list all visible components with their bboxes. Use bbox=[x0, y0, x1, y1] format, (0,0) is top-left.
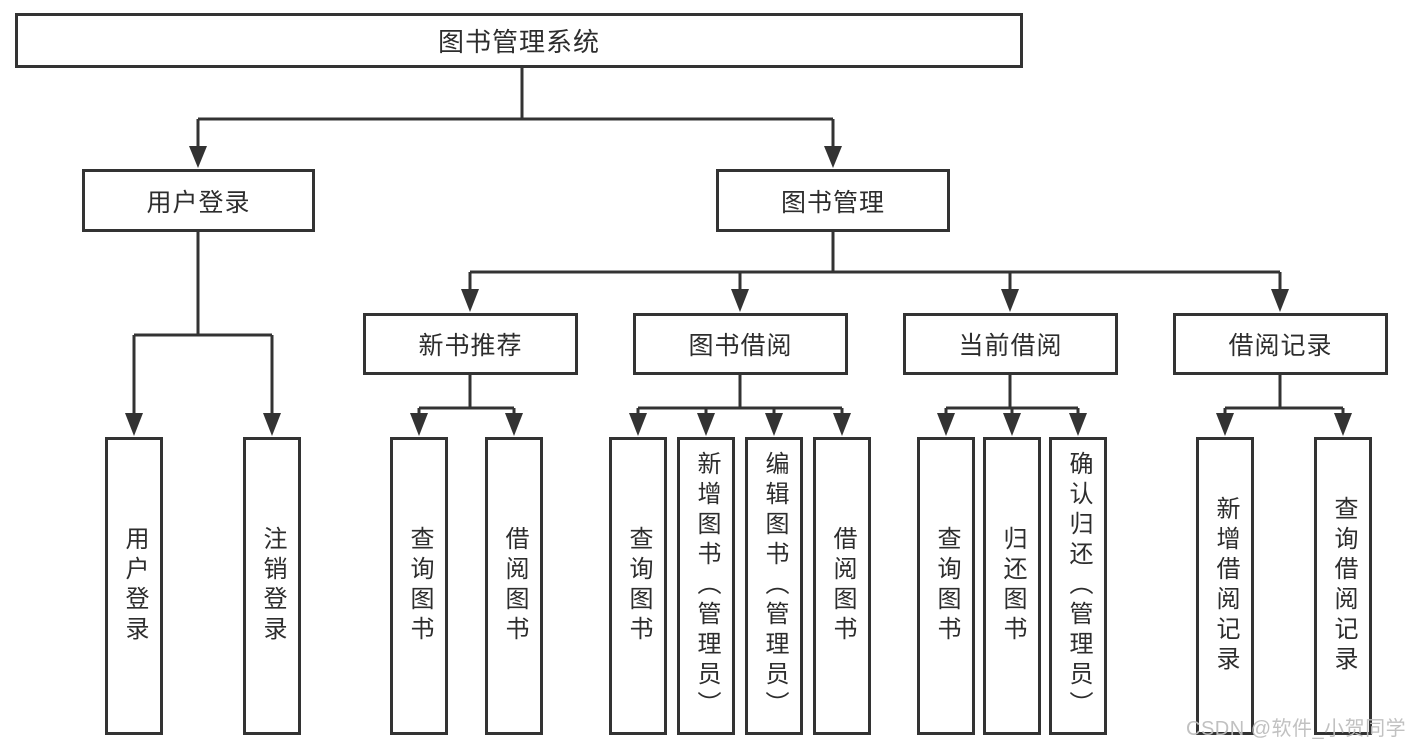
arrow-down-icon bbox=[1003, 413, 1021, 436]
arrow-down-icon bbox=[629, 413, 647, 436]
arrow-down-icon bbox=[505, 413, 523, 436]
node-new-book-recommend: 新书推荐 bbox=[363, 313, 578, 375]
leaf-user-login: 用户登录 bbox=[105, 437, 163, 735]
leaf-confirm-return-admin: 确认归还（管理员） bbox=[1049, 437, 1107, 735]
leaf-label: 查询图书 bbox=[625, 526, 652, 646]
node-label: 当前借阅 bbox=[958, 332, 1063, 360]
node-label: 借阅记录 bbox=[1228, 332, 1333, 360]
arrow-down-icon bbox=[697, 413, 715, 436]
arrow-down-icon bbox=[1069, 413, 1087, 436]
leaf-newbook-query-books: 查询图书 bbox=[390, 437, 448, 735]
node-book-borrow: 图书借阅 bbox=[633, 313, 848, 375]
leaf-add-books-admin: 新增图书（管理员） bbox=[677, 437, 735, 735]
leaf-label: 归还图书 bbox=[999, 526, 1026, 646]
leaf-label: 编辑图书（管理员） bbox=[761, 451, 788, 721]
arrow-down-icon bbox=[833, 413, 851, 436]
node-borrow-record: 借阅记录 bbox=[1173, 313, 1388, 375]
arrow-down-icon bbox=[765, 413, 783, 436]
edge-borrow-record-to-leaves bbox=[1216, 374, 1352, 436]
node-book-management: 图书管理 bbox=[716, 169, 950, 232]
node-current-borrow: 当前借阅 bbox=[903, 313, 1118, 375]
node-label: 图书借阅 bbox=[688, 332, 793, 360]
leaf-return-books: 归还图书 bbox=[983, 437, 1041, 735]
csdn-watermark: CSDN @软件_小贺同学 bbox=[1186, 718, 1405, 740]
leaf-logout: 注销登录 bbox=[243, 437, 301, 735]
edge-current-borrow-to-leaves bbox=[937, 374, 1087, 436]
leaf-label: 查询图书 bbox=[933, 526, 960, 646]
edge-book-mgmt-to-level3 bbox=[461, 232, 1289, 312]
leaf-label: 新增借阅记录 bbox=[1212, 496, 1239, 676]
edge-book-borrow-to-leaves bbox=[629, 374, 851, 436]
arrow-down-icon bbox=[731, 289, 749, 312]
leaf-label: 查询图书 bbox=[406, 526, 433, 646]
node-label: 新书推荐 bbox=[418, 332, 523, 360]
leaf-query-borrow-record: 查询借阅记录 bbox=[1314, 437, 1372, 735]
leaf-borrow-query-books: 查询图书 bbox=[609, 437, 667, 735]
edge-root-to-level2 bbox=[189, 68, 842, 168]
leaf-label: 确认归还（管理员） bbox=[1065, 451, 1092, 721]
arrow-down-icon bbox=[263, 413, 281, 436]
node-user-login: 用户登录 bbox=[82, 169, 315, 232]
arrow-down-icon bbox=[1001, 289, 1019, 312]
leaf-label: 借阅图书 bbox=[501, 526, 528, 646]
leaf-label: 新增图书（管理员） bbox=[693, 451, 720, 721]
node-label: 用户登录 bbox=[146, 188, 251, 217]
arrow-down-icon bbox=[461, 289, 479, 312]
leaf-newbook-borrow-books: 借阅图书 bbox=[485, 437, 543, 735]
leaf-label: 用户登录 bbox=[121, 526, 148, 646]
leaf-label: 查询借阅记录 bbox=[1330, 496, 1357, 676]
arrow-down-icon bbox=[125, 413, 143, 436]
leaf-add-borrow-record: 新增借阅记录 bbox=[1196, 437, 1254, 735]
arrow-down-icon bbox=[1216, 413, 1234, 436]
arrow-down-icon bbox=[1271, 289, 1289, 312]
node-label: 图书管理 bbox=[780, 188, 885, 217]
arrow-down-icon bbox=[410, 413, 428, 436]
arrow-down-icon bbox=[189, 146, 207, 168]
arrow-down-icon bbox=[824, 146, 842, 168]
leaf-label: 借阅图书 bbox=[829, 526, 856, 646]
leaf-current-query-books: 查询图书 bbox=[917, 437, 975, 735]
leaf-label: 注销登录 bbox=[259, 526, 286, 646]
leaf-edit-books-admin: 编辑图书（管理员） bbox=[745, 437, 803, 735]
arrow-down-icon bbox=[1334, 413, 1352, 436]
node-root: 图书管理系统 bbox=[15, 13, 1023, 68]
leaf-borrow-books: 借阅图书 bbox=[813, 437, 871, 735]
node-root-label: 图书管理系统 bbox=[437, 27, 600, 57]
arrow-down-icon bbox=[937, 413, 955, 436]
edge-user-login-to-leaves bbox=[125, 232, 281, 436]
edge-new-book-to-leaves bbox=[410, 374, 523, 436]
